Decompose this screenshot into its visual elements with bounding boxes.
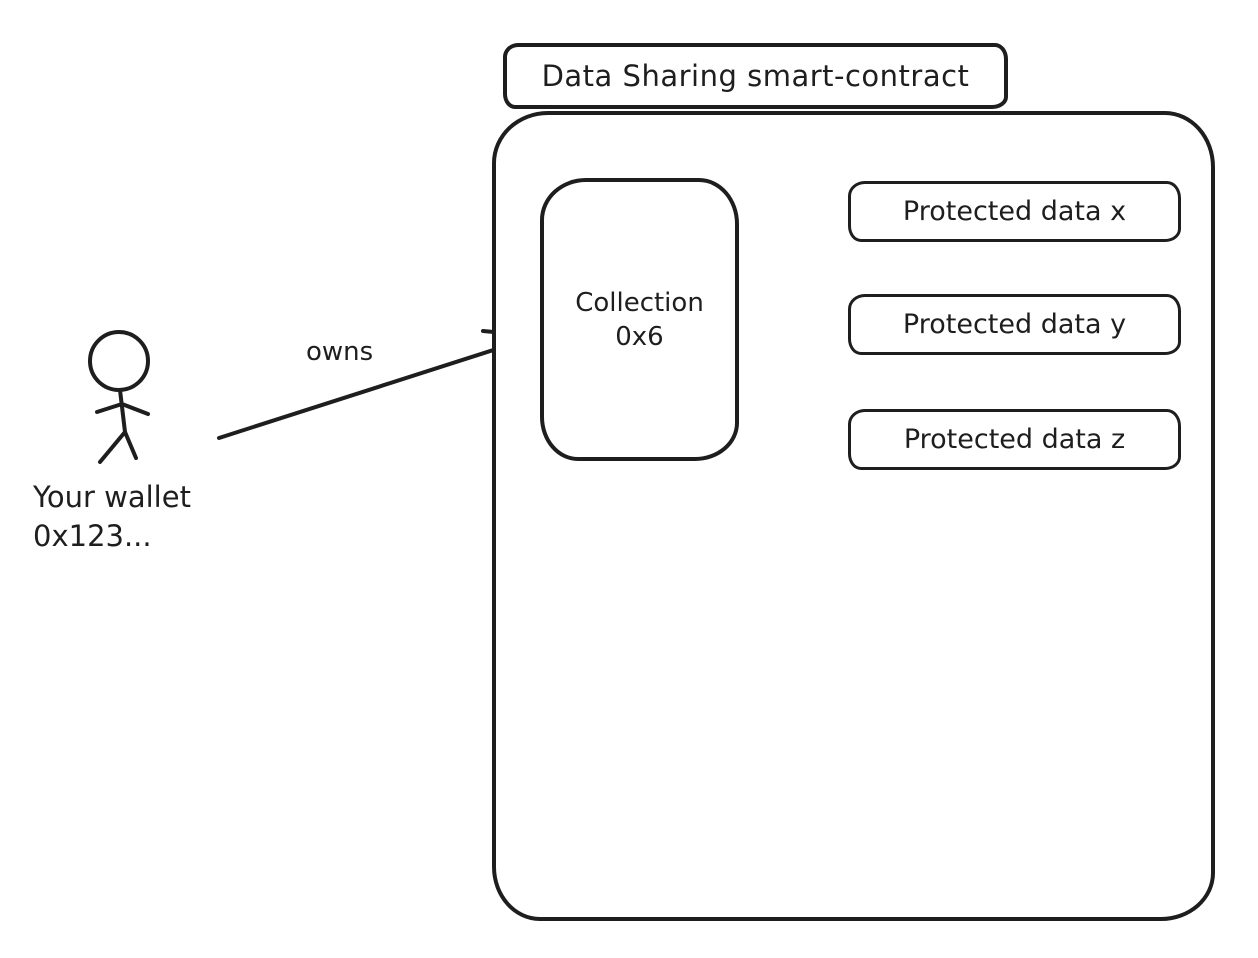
wallet-stick-figure-icon [88, 330, 150, 464]
collection-address-label: 0x6 [615, 321, 664, 352]
wallet-caption: Your wallet 0x123... [33, 478, 191, 556]
protected-data-y-node: Protected data y [848, 294, 1181, 355]
wallet-address-label: 0x123... [33, 519, 152, 553]
protected-data-z-label: Protected data z [903, 424, 1126, 455]
protected-data-y-label: Protected data y [902, 309, 1127, 340]
protected-data-x-label: Protected data x [902, 196, 1127, 227]
smart-contract-title-label: Data Sharing smart-contract [541, 59, 970, 93]
owns-edge-label: owns [306, 337, 374, 367]
collection-name-label: Collection [575, 287, 704, 318]
smart-contract-title-box: Data Sharing smart-contract [503, 43, 1008, 109]
protected-data-z-node: Protected data z [848, 409, 1181, 470]
owns-arrow [217, 329, 539, 440]
protected-data-x-node: Protected data x [848, 181, 1181, 242]
wallet-name-label: Your wallet [33, 480, 191, 514]
collection-node: Collection 0x6 [540, 178, 739, 461]
